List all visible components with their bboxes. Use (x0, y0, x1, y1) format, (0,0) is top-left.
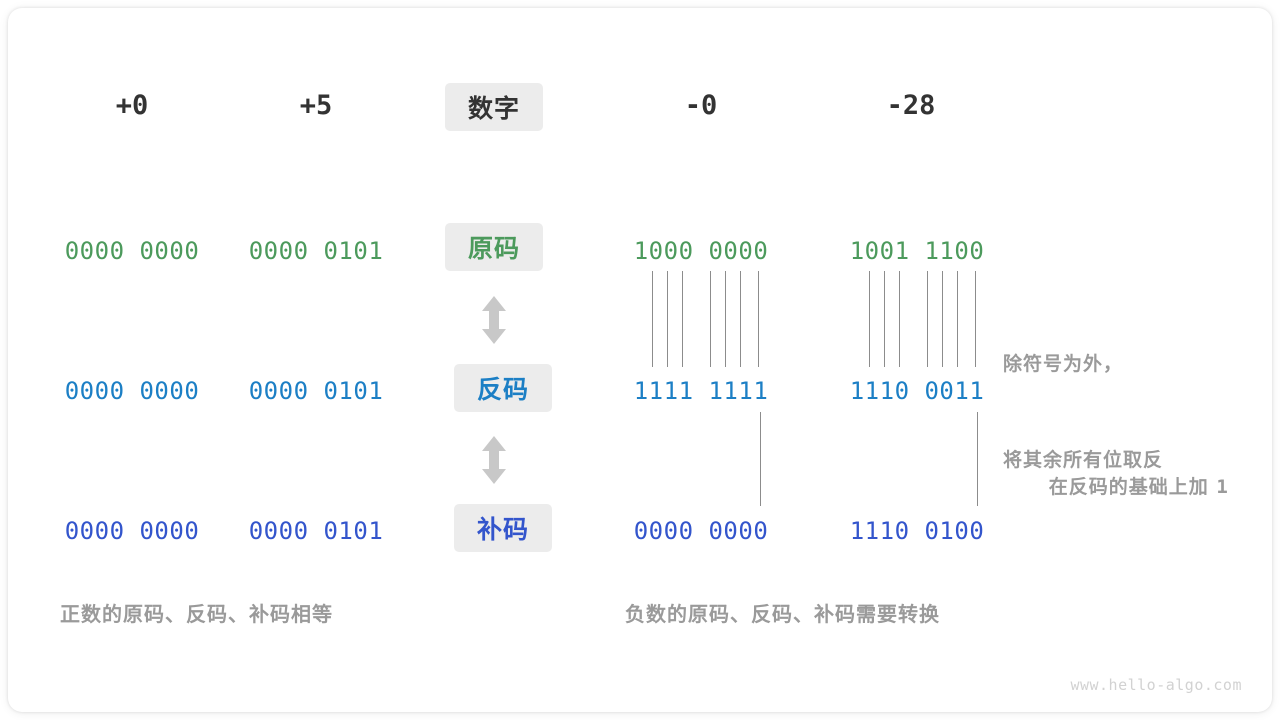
connector-line-neg28-bit5 (927, 271, 928, 367)
diagram-card: +0 +5 数字 -0 -28 0000 0000 0000 0101 原码 1… (8, 8, 1272, 712)
connector-line-neg0-bit3 (667, 271, 668, 367)
caption-negative: 负数的原码、反码、补码需要转换 (625, 602, 940, 626)
connector-line-neg28-bit3 (884, 271, 885, 367)
ones-complement-neg0: 1111 1111 (633, 377, 769, 405)
connector-line-plusone-neg28 (977, 412, 978, 506)
sign-magnitude-pos0: 0000 0000 (64, 237, 200, 265)
connector-line-neg0-bit8 (758, 271, 759, 367)
sign-magnitude-neg0: 1000 0000 (633, 237, 769, 265)
sign-magnitude-neg28: 1001 1100 (849, 237, 985, 265)
connector-line-neg28-bit6 (942, 271, 943, 367)
ones-complement-neg28: 1110 0011 (849, 377, 985, 405)
note-add-one: 在反码的基础上加 1 (1003, 439, 1229, 535)
note-add-one-value: 1 (1216, 476, 1229, 498)
connector-line-neg28-bit2 (869, 271, 870, 367)
connector-line-neg0-bit7 (740, 271, 741, 367)
twos-complement-pos0: 0000 0000 (64, 517, 200, 545)
note-invert-bits-line1: 除符号为外， (1003, 353, 1124, 375)
caption-positive: 正数的原码、反码、补码相等 (60, 602, 333, 626)
connector-line-neg0-bit4 (682, 271, 683, 367)
connector-line-neg28-bit4 (899, 271, 900, 367)
diagram-stage: +0 +5 数字 -0 -28 0000 0000 0000 0101 原码 1… (8, 8, 1272, 712)
header-value-neg0: -0 (684, 90, 718, 121)
sign-magnitude-pos5: 0000 0101 (248, 237, 384, 265)
row-label-ones-complement: 反码 (454, 364, 552, 412)
watermark: www.hello-algo.com (1070, 676, 1242, 694)
header-value-neg28: -28 (886, 90, 936, 121)
twos-complement-neg0: 0000 0000 (633, 517, 769, 545)
twos-complement-pos5: 0000 0101 (248, 517, 384, 545)
note-invert-bits-line2: 将其余所有位取反 (1003, 449, 1164, 471)
row-label-number: 数字 (445, 83, 543, 131)
connector-line-neg0-bit2 (652, 271, 653, 367)
connector-line-neg28-bit8 (975, 271, 976, 367)
connector-line-neg28-bit7 (957, 271, 958, 367)
row-label-sign-magnitude: 原码 (445, 223, 543, 271)
twos-complement-neg28: 1110 0100 (849, 517, 985, 545)
note-add-one-text: 在反码的基础上加 (1048, 476, 1217, 498)
connector-line-neg0-bit6 (725, 271, 726, 367)
row-label-twos-complement: 补码 (454, 504, 552, 552)
header-value-pos5: +5 (299, 90, 333, 121)
connector-line-neg0-bit5 (710, 271, 711, 367)
note-invert-bits: 除符号为外， 将其余所有位取反 (1003, 284, 1163, 540)
up-down-double-arrow-icon-bottom (479, 435, 509, 485)
header-value-pos0: +0 (115, 90, 149, 121)
ones-complement-pos5: 0000 0101 (248, 377, 384, 405)
up-down-double-arrow-icon-top (479, 295, 509, 345)
connector-line-plusone-neg0 (760, 412, 761, 506)
ones-complement-pos0: 0000 0000 (64, 377, 200, 405)
